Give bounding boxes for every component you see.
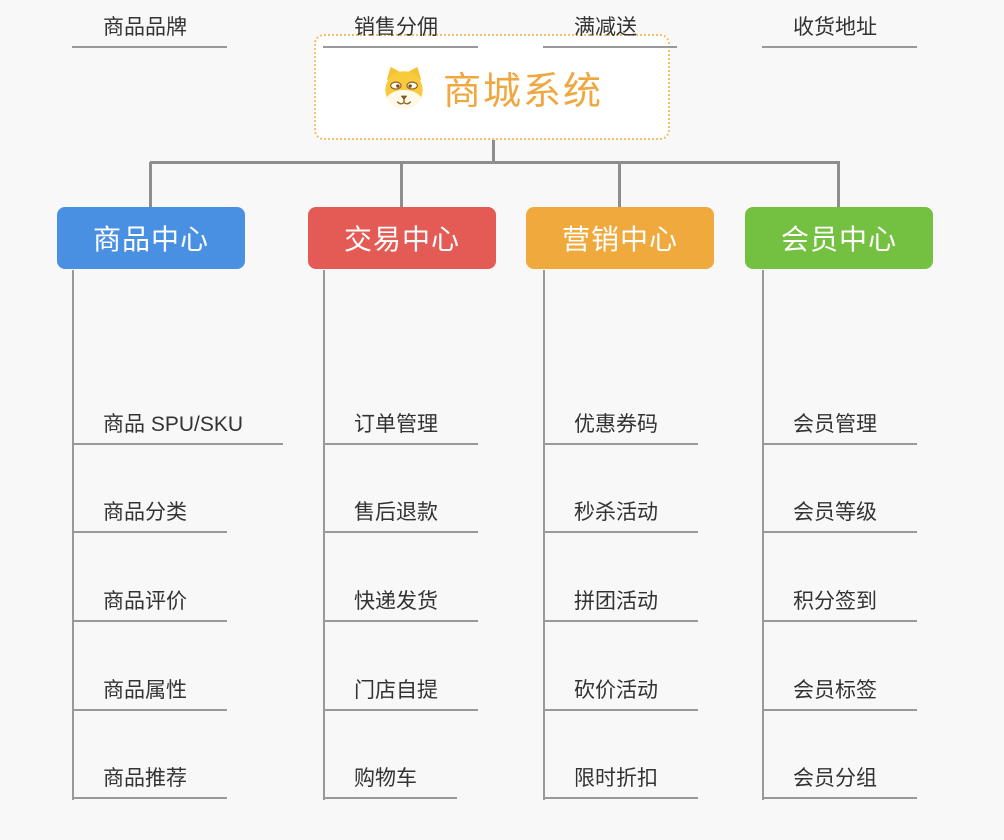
doge-dog-icon xyxy=(385,66,423,109)
node-product-recommend[interactable]: 商品推荐 xyxy=(72,751,227,799)
column-product-center: 商品 SPU/SKU 商品分类 商品评价 商品属性 商品推荐 商品品牌 xyxy=(72,0,284,840)
node-order-management[interactable]: 订单管理 xyxy=(323,397,478,445)
node-spend-and-save[interactable]: 满减送 xyxy=(543,0,677,48)
node-coupon-code[interactable]: 优惠券码 xyxy=(543,397,698,445)
node-member-tags[interactable]: 会员标签 xyxy=(762,663,917,711)
connector-horizontal xyxy=(150,161,840,164)
branch-marketing-center[interactable]: 营销中心 xyxy=(526,207,714,269)
node-product-attribute[interactable]: 商品属性 xyxy=(72,663,227,711)
node-group-buying[interactable]: 拼团活动 xyxy=(543,574,698,622)
node-member-management[interactable]: 会员管理 xyxy=(762,397,917,445)
node-product-brand[interactable]: 商品品牌 xyxy=(72,0,227,48)
branch-product-center[interactable]: 商品中心 xyxy=(57,207,245,269)
node-after-sale-refund[interactable]: 售后退款 xyxy=(323,485,478,533)
branch-trade-center[interactable]: 交易中心 xyxy=(308,207,496,269)
trunk-line xyxy=(762,270,764,800)
connector-drop-members xyxy=(837,162,840,208)
connector-drop-marketing xyxy=(618,162,621,208)
column-member-center: 会员管理 会员等级 积分签到 会员标签 会员分组 收货地址 xyxy=(762,0,917,840)
connector-drop-trade xyxy=(400,162,403,208)
column-marketing-center: 优惠券码 秒杀活动 拼团活动 砍价活动 限时折扣 满减送 xyxy=(543,0,698,840)
connector-root-vertical xyxy=(492,140,495,162)
trunk-line xyxy=(543,270,545,800)
node-product-category[interactable]: 商品分类 xyxy=(72,485,227,533)
node-points-checkin[interactable]: 积分签到 xyxy=(762,574,917,622)
branch-member-center[interactable]: 会员中心 xyxy=(745,207,933,269)
node-sales-commission[interactable]: 销售分佣 xyxy=(323,0,478,48)
root-node[interactable]: 商城系统 xyxy=(314,34,670,140)
node-product-spu-sku[interactable]: 商品 SPU/SKU xyxy=(72,397,284,445)
node-bargain-activity[interactable]: 砍价活动 xyxy=(543,663,698,711)
trunk-line xyxy=(72,270,74,800)
node-product-review[interactable]: 商品评价 xyxy=(72,574,227,622)
trunk-line xyxy=(323,270,325,800)
node-member-groups[interactable]: 会员分组 xyxy=(762,751,917,799)
node-express-delivery[interactable]: 快递发货 xyxy=(323,574,478,622)
node-store-pickup[interactable]: 门店自提 xyxy=(323,663,478,711)
node-flash-sale[interactable]: 秒杀活动 xyxy=(543,485,698,533)
node-shipping-address[interactable]: 收货地址 xyxy=(762,0,917,48)
node-member-level[interactable]: 会员等级 xyxy=(762,485,917,533)
column-trade-center: 订单管理 售后退款 快递发货 门店自提 购物车 销售分佣 xyxy=(323,0,478,840)
node-limited-time-discount[interactable]: 限时折扣 xyxy=(543,751,698,799)
root-title: 商城系统 xyxy=(442,70,603,113)
connector-drop-products xyxy=(149,162,152,208)
node-shopping-cart[interactable]: 购物车 xyxy=(323,751,457,799)
